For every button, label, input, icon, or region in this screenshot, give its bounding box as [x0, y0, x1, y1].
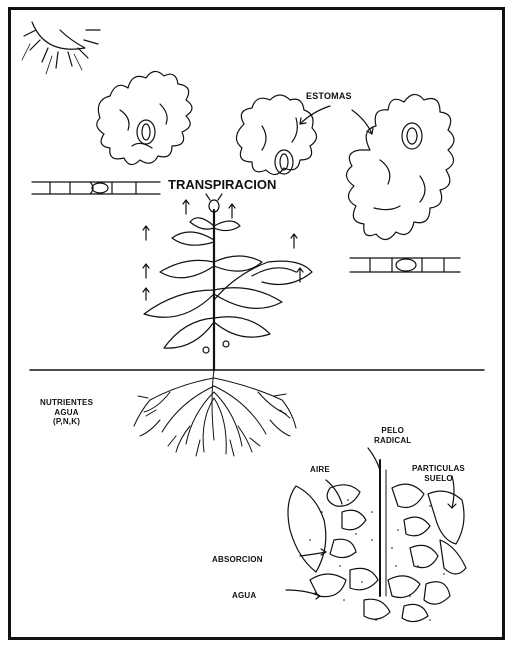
- stomata-cell-middle: [236, 95, 316, 175]
- label-nutrientes-group: NUTRIENTES AGUA (P,N,K): [40, 398, 93, 427]
- label-absorcion: ABSORCION: [212, 556, 263, 564]
- sun-icon: [22, 22, 100, 74]
- label-agua-nutrientes: AGUA: [54, 408, 78, 418]
- stomata-cell-left: [97, 71, 192, 164]
- epidermis-strip-left: [32, 182, 160, 194]
- root-system: [134, 370, 296, 456]
- epidermis-strip-right: [350, 258, 460, 272]
- label-suelo: SUELO: [424, 474, 453, 484]
- label-radical: RADICAL: [374, 436, 411, 446]
- label-pelo-radical-group: PELO RADICAL: [374, 426, 411, 445]
- label-transpiracion: TRANSPIRACION: [168, 178, 276, 191]
- label-pelo: PELO: [381, 426, 404, 436]
- label-particulas-suelo-group: PARTICULAS SUELO: [412, 464, 465, 483]
- label-aire: AIRE: [310, 466, 330, 474]
- soil-stipple: [309, 499, 445, 621]
- plant-illustration: [144, 194, 312, 370]
- label-nutrientes: NUTRIENTES: [40, 398, 93, 408]
- label-pnk: (P,N,K): [53, 417, 80, 427]
- label-agua: AGUA: [232, 592, 256, 600]
- label-estomas: ESTOMAS: [306, 92, 352, 101]
- stomata-cell-right: [346, 94, 454, 239]
- label-particulas: PARTICULAS: [412, 464, 465, 474]
